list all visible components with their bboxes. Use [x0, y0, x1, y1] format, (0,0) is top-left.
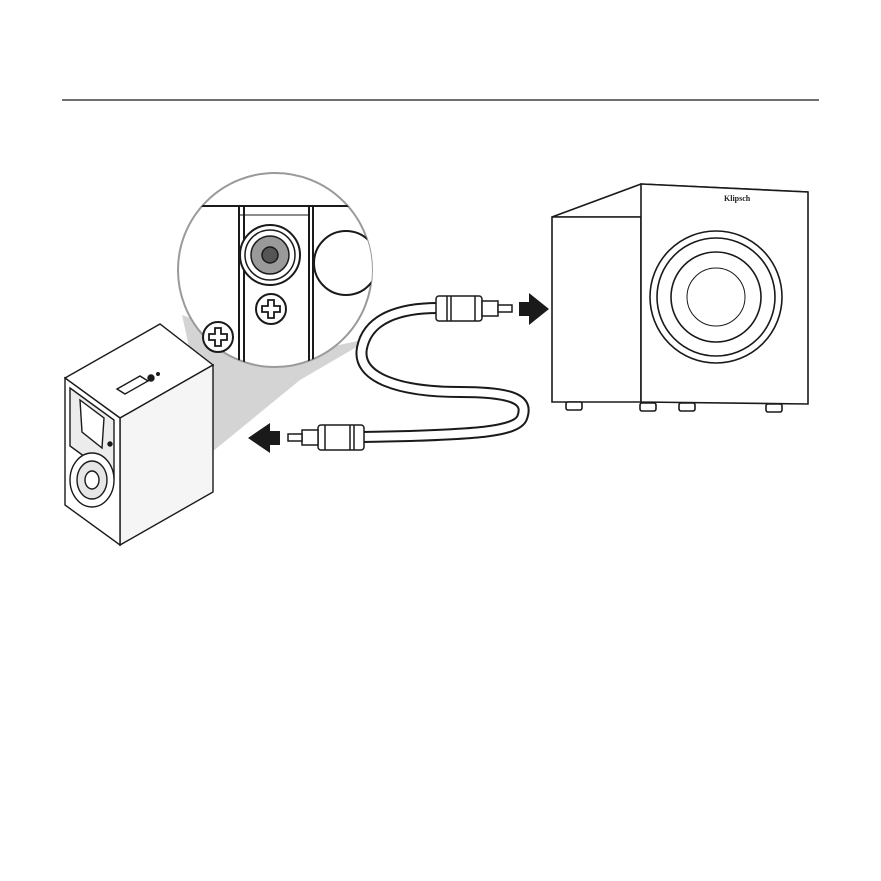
bookshelf-speaker	[65, 324, 213, 545]
screw-terminal-icon	[256, 294, 286, 324]
arrow-right-icon	[519, 293, 549, 325]
rca-input-jack	[240, 225, 300, 285]
screw-terminal-icon	[203, 322, 233, 352]
rca-plug-top	[436, 296, 512, 321]
arrow-left-icon	[248, 423, 280, 453]
subwoofer	[552, 184, 808, 412]
rca-cable	[361, 308, 523, 437]
brand-logo: Klipsch	[724, 194, 751, 203]
rca-plug-bottom	[288, 425, 364, 450]
